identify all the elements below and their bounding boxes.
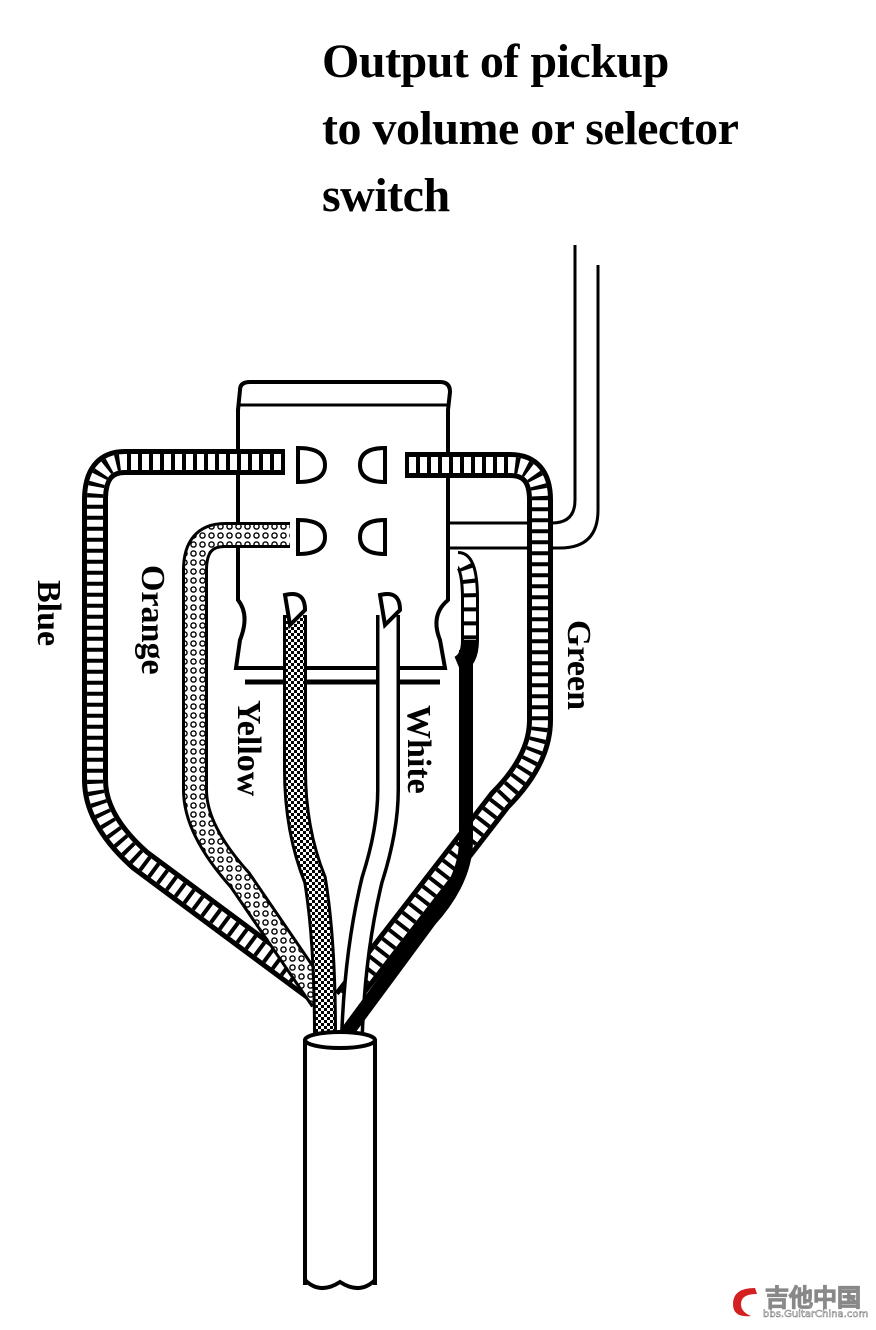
- title-line-1: Output of pickup: [322, 35, 669, 88]
- terminal-screws: [282, 445, 403, 630]
- label-white: White: [400, 705, 437, 794]
- watermark-name: 吉他中国: [765, 1284, 862, 1313]
- title-line-2: to volume or selector: [322, 102, 739, 155]
- watermark-site: bbs.GuitarChina.com: [763, 1309, 869, 1321]
- label-yellow: Yellow: [230, 700, 267, 797]
- wire-white: [340, 615, 400, 1036]
- wire-blue: [82, 449, 323, 1001]
- diagram-title: Output of pickup to volume or selector s…: [322, 28, 739, 229]
- wire-yellow: [283, 615, 337, 1036]
- watermark: 吉他中国 bbs.GuitarChina.com: [725, 1278, 875, 1328]
- label-orange: Orange: [134, 565, 171, 675]
- title-line-3: switch: [322, 169, 450, 222]
- shielded-cable: [303, 1030, 377, 1290]
- wire-black: [339, 551, 479, 1040]
- wire-green: [334, 452, 553, 1008]
- dragon-logo-icon: [733, 1288, 757, 1317]
- label-blue: Blue: [30, 580, 67, 646]
- wire-orange: [182, 522, 333, 1008]
- label-green: Green: [560, 620, 597, 710]
